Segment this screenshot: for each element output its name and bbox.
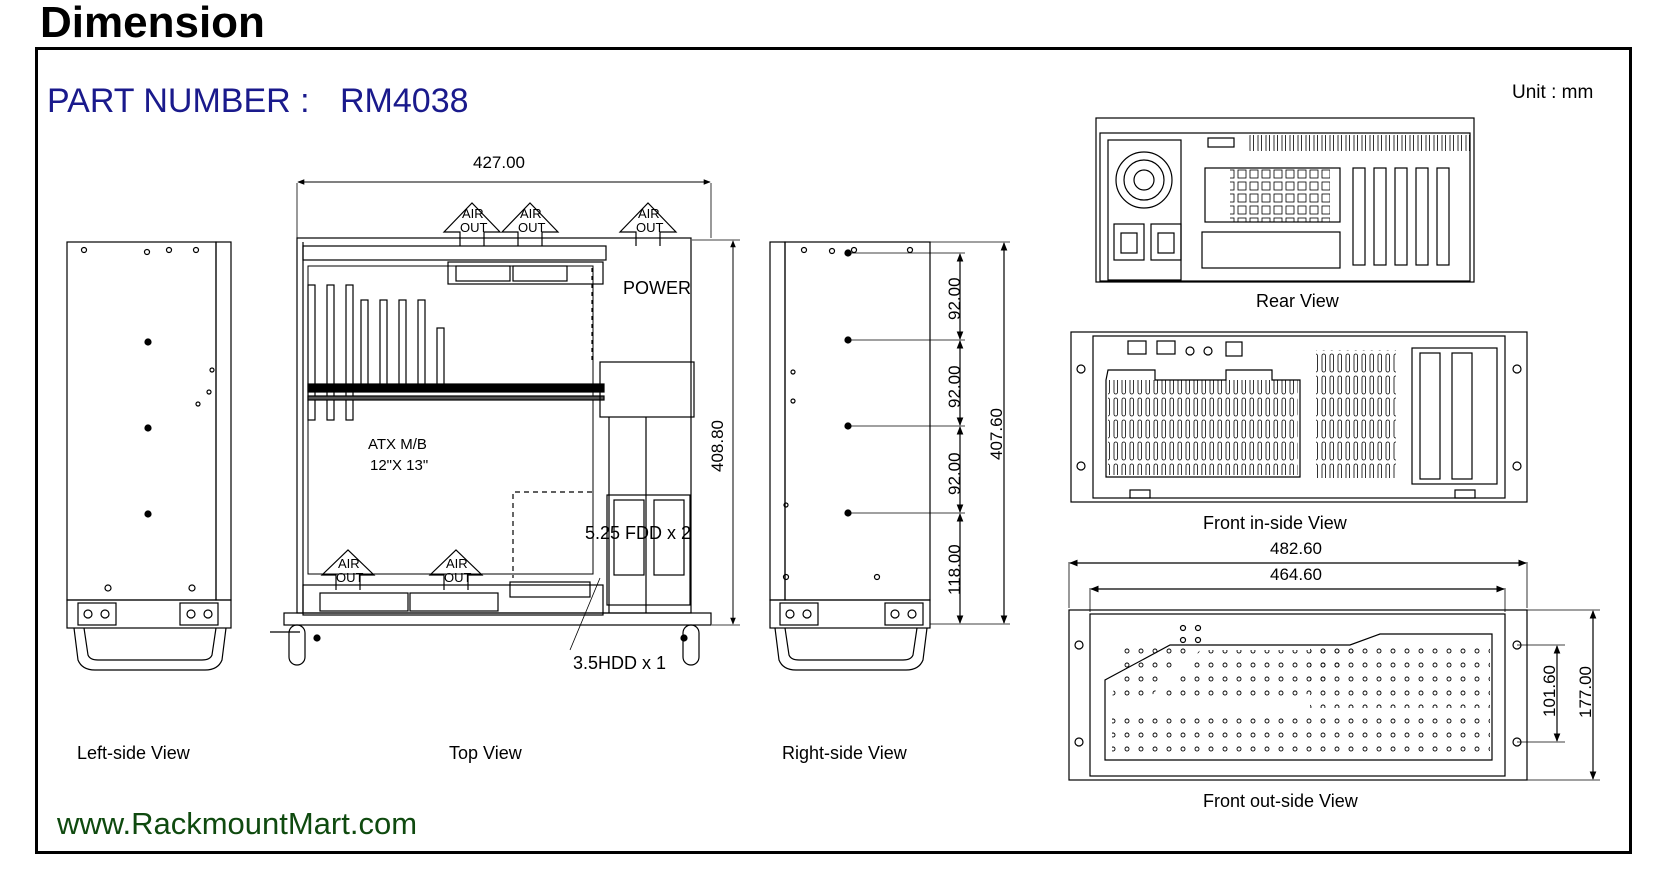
top-width-dimension: 427.00 [473,153,525,172]
spacing-dimension-3: 92.00 [945,452,964,495]
left-side-view-caption: Left-side View [77,743,191,763]
front-outside-view [1068,559,1600,781]
left-side-view [66,241,232,671]
air-out-label-5: AIR [446,556,468,571]
air-out-label-5b: OUT [444,570,472,585]
air-out-label-2: AIR [520,206,542,221]
spacing-dimension-1: 92.00 [945,277,964,320]
top-view [270,179,740,666]
page-title: Dimension [40,0,265,47]
hdd-bay-label: 3.5HDD x 1 [573,653,666,673]
power-supply-label: POWER [623,278,691,298]
air-out-label-4b: OUT [336,570,364,585]
front-height-dimension: 177.00 [1576,666,1595,718]
air-out-label-4: AIR [338,556,360,571]
air-out-label-1: AIR [462,206,484,221]
air-out-label-1b: OUT [460,220,488,235]
side-overall-dimension: 407.60 [987,408,1006,460]
front-outer-width-dimension: 482.60 [1270,539,1322,558]
air-out-label-3: AIR [638,206,660,221]
front-inside-view-caption: Front in-side View [1203,513,1348,533]
part-number-value: RM4038 [340,82,469,120]
mount-hole-spacing-dimension: 101.60 [1540,665,1559,717]
top-depth-dimension: 408.80 [708,420,727,472]
front-inside-view [1070,331,1528,503]
front-inner-width-dimension: 464.60 [1270,565,1322,584]
unit-label: Unit : mm [1512,82,1593,103]
air-out-label-2b: OUT [518,220,546,235]
air-out-label-3b: OUT [636,220,664,235]
front-outside-view-caption: Front out-side View [1203,791,1359,811]
rear-view-caption: Rear View [1256,291,1340,311]
fdd-bay-label: 5.25 FDD x 2 [585,523,691,543]
motherboard-size-label: 12"X 13" [370,457,428,474]
spacing-dimension-4: 118.00 [945,544,964,595]
drawing-frame [35,47,1632,854]
motherboard-label: ATX M/B [368,436,427,453]
part-number-label: PART NUMBER : [47,82,310,120]
rear-view [1095,117,1475,283]
right-side-view [769,241,1010,671]
right-side-view-caption: Right-side View [782,743,908,763]
top-view-caption: Top View [449,743,523,763]
website-link[interactable]: www.RackmountMart.com [56,806,417,841]
spacing-dimension-2: 92.00 [945,365,964,408]
